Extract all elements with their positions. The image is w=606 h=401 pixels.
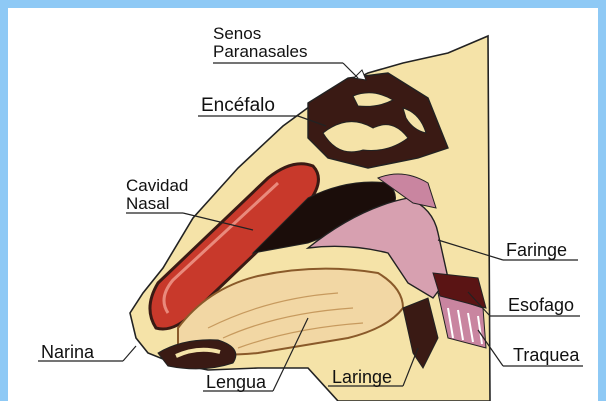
head-cross-section-illustration: [8, 8, 598, 401]
label-narina: Narina: [41, 343, 94, 361]
label-senos-line1: Senos: [213, 25, 308, 43]
label-traquea: Traquea: [513, 346, 579, 364]
label-cavidad-line2: Nasal: [126, 195, 188, 213]
label-senos-paranasales: Senos Paranasales: [213, 25, 308, 61]
label-esofago: Esofago: [508, 296, 574, 314]
label-faringe: Faringe: [506, 241, 567, 259]
label-lengua: Lengua: [206, 373, 266, 391]
label-senos-line2: Paranasales: [213, 43, 308, 61]
label-cavidad-line1: Cavidad: [126, 177, 188, 195]
label-laringe: Laringe: [332, 368, 392, 386]
label-cavidad-nasal: Cavidad Nasal: [126, 177, 188, 213]
label-encefalo: Encéfalo: [201, 97, 275, 115]
diagram-frame: Senos Paranasales Encéfalo Cavidad Nasal…: [8, 8, 598, 401]
